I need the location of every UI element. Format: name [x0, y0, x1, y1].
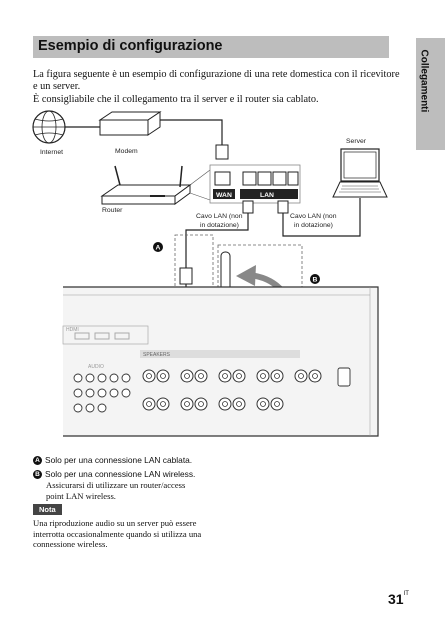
note-b-sub-line: Assicurarsi di utilizzare un router/acce…: [46, 480, 186, 490]
nota-line: Una riproduzione audio su un server può …: [33, 518, 197, 528]
cable2-label-line1: Cavo LAN (non: [290, 213, 337, 220]
intro-line: È consigliabile che il collegamento tra …: [33, 93, 319, 105]
note-b: B Solo per una connessione LAN wireless.: [33, 469, 233, 481]
internet-label: Internet: [40, 149, 63, 156]
modem-icon: [98, 111, 162, 136]
marker-a-label: A: [156, 245, 161, 252]
arrow-head-icon: [236, 265, 256, 286]
section-title-bar: Esempio di configurazione: [33, 36, 389, 58]
lan-port: [242, 171, 257, 186]
wan-label: WAN: [216, 192, 232, 199]
lan-label: LAN: [260, 192, 274, 199]
router-icon: [100, 165, 192, 205]
panel-audio-label: AUDIO: [88, 364, 104, 370]
note-a: A Solo per una connessione LAN cablata.: [33, 455, 233, 467]
panel-hdmi-label: HDMI: [66, 327, 79, 333]
globe-icon: [32, 110, 66, 144]
note-a-text: Solo per una connessione LAN cablata.: [45, 455, 193, 465]
intro-line: La figura seguente è un esempio di confi…: [33, 69, 400, 80]
wan-tag: [213, 189, 235, 199]
note-b-sub-line: point LAN wireless.: [46, 490, 116, 501]
plug-icon: [277, 200, 289, 214]
notes-list: A Solo per una connessione LAN cablata. …: [33, 455, 233, 501]
note-b-sub: Assicurarsi di utilizzare un router/acce…: [46, 480, 233, 501]
page-number: 31IT: [388, 591, 409, 607]
lan-port: [287, 171, 299, 186]
cable1-label-line2: in dotazione): [200, 222, 239, 229]
marker-b: [310, 274, 320, 284]
page-number-value: 31: [388, 591, 404, 607]
cable-to-server: [282, 198, 361, 237]
marker-b-label: B: [313, 277, 318, 284]
lan-tag: [240, 189, 298, 199]
laptop-icon: [332, 148, 388, 198]
cable2-label-line2: in dotazione): [294, 222, 333, 229]
cable1-label-line1: Cavo LAN (non: [196, 213, 243, 220]
lan-port: [257, 171, 272, 186]
wan-port: [214, 171, 231, 186]
page-suffix: IT: [403, 591, 409, 597]
nota-line: interrotta occasionalmente quando si uti…: [33, 528, 202, 539]
panel-speakers-label: SPEAKERS: [143, 352, 171, 358]
side-tab: Collegamenti: [416, 38, 445, 150]
router-label: Router: [102, 207, 123, 214]
lan-port: [272, 171, 287, 186]
section-title: Esempio di configurazione: [38, 38, 223, 54]
nota-line: connessione wireless.: [33, 539, 108, 550]
note-b-text: Solo per una connessione LAN wireless.: [45, 468, 196, 479]
server-label: Server: [346, 138, 367, 145]
nota-badge: Nota: [33, 504, 62, 515]
badge-b: B: [33, 469, 42, 479]
plug-icon: [179, 267, 193, 285]
intro-line: e un server.: [33, 81, 81, 93]
modem-label: Modem: [115, 148, 138, 155]
plug-icon: [242, 200, 254, 214]
marker-a: [153, 242, 163, 252]
receiver-rear-panel: HDMI AUDIO SPEAKERS: [62, 286, 379, 437]
modem-cable: [160, 119, 223, 145]
cable-to-receiver: [185, 213, 249, 268]
intro-paragraph: La figura seguente è un esempio di confi…: [33, 69, 403, 106]
plug-icon: [215, 144, 229, 160]
nota-text: Una riproduzione audio su un server può …: [33, 518, 223, 550]
badge-a: A: [33, 456, 42, 466]
